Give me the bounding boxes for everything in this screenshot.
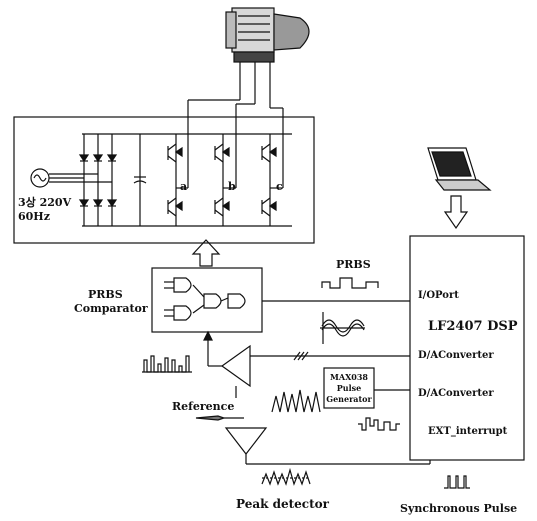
sync-pulse-waveform — [444, 476, 470, 488]
prbs-comparator-label-line1: PRBS — [88, 288, 123, 301]
ac-source-icon — [31, 169, 49, 187]
inverter-power-stage — [14, 117, 314, 243]
phase-c-label: c — [276, 180, 283, 193]
max038-label-line2: Pulse — [337, 383, 361, 393]
phase-a-label: a — [180, 180, 187, 193]
sync-pulse-label: Synchronous Pulse — [400, 502, 517, 515]
dsp-title: LF2407 DSP — [428, 319, 518, 334]
prbs-comparator-label-line2: Comparator — [74, 302, 148, 315]
dac1-label: D/AConverter — [418, 350, 494, 361]
phase-b-label: b — [228, 180, 236, 193]
source-label-line1: 3상 220V — [18, 195, 72, 209]
pc-to-dsp-arrow — [445, 196, 467, 228]
io-port-label: I/OPort — [418, 290, 459, 301]
amplifier-triangle — [222, 346, 250, 386]
motor-icon — [226, 8, 309, 62]
reference-label: Reference — [172, 400, 234, 413]
dac2-label: D/AConverter — [418, 388, 494, 399]
gate-signal-arrow — [193, 240, 219, 266]
peak-waveform — [262, 470, 310, 484]
noise-waveform — [272, 390, 320, 412]
laptop-icon — [428, 148, 490, 190]
max038-label-line3: Generator — [326, 394, 372, 404]
ext-interrupt-label: EXT_interrupt — [428, 426, 508, 437]
logic-gates — [164, 278, 245, 320]
prbs-waveform — [322, 278, 378, 288]
peak-detector-label: Peak detector — [236, 497, 330, 511]
digital-waveform — [358, 418, 400, 430]
source-label-line2: 60Hz — [18, 210, 50, 223]
prbs-label: PRBS — [336, 258, 371, 271]
sine-waveform — [320, 320, 365, 336]
pulse-waveform — [144, 356, 189, 372]
reference-probe — [196, 416, 224, 420]
max038-label-line1: MAX038 — [330, 372, 368, 382]
peak-detector-triangle — [226, 428, 266, 454]
